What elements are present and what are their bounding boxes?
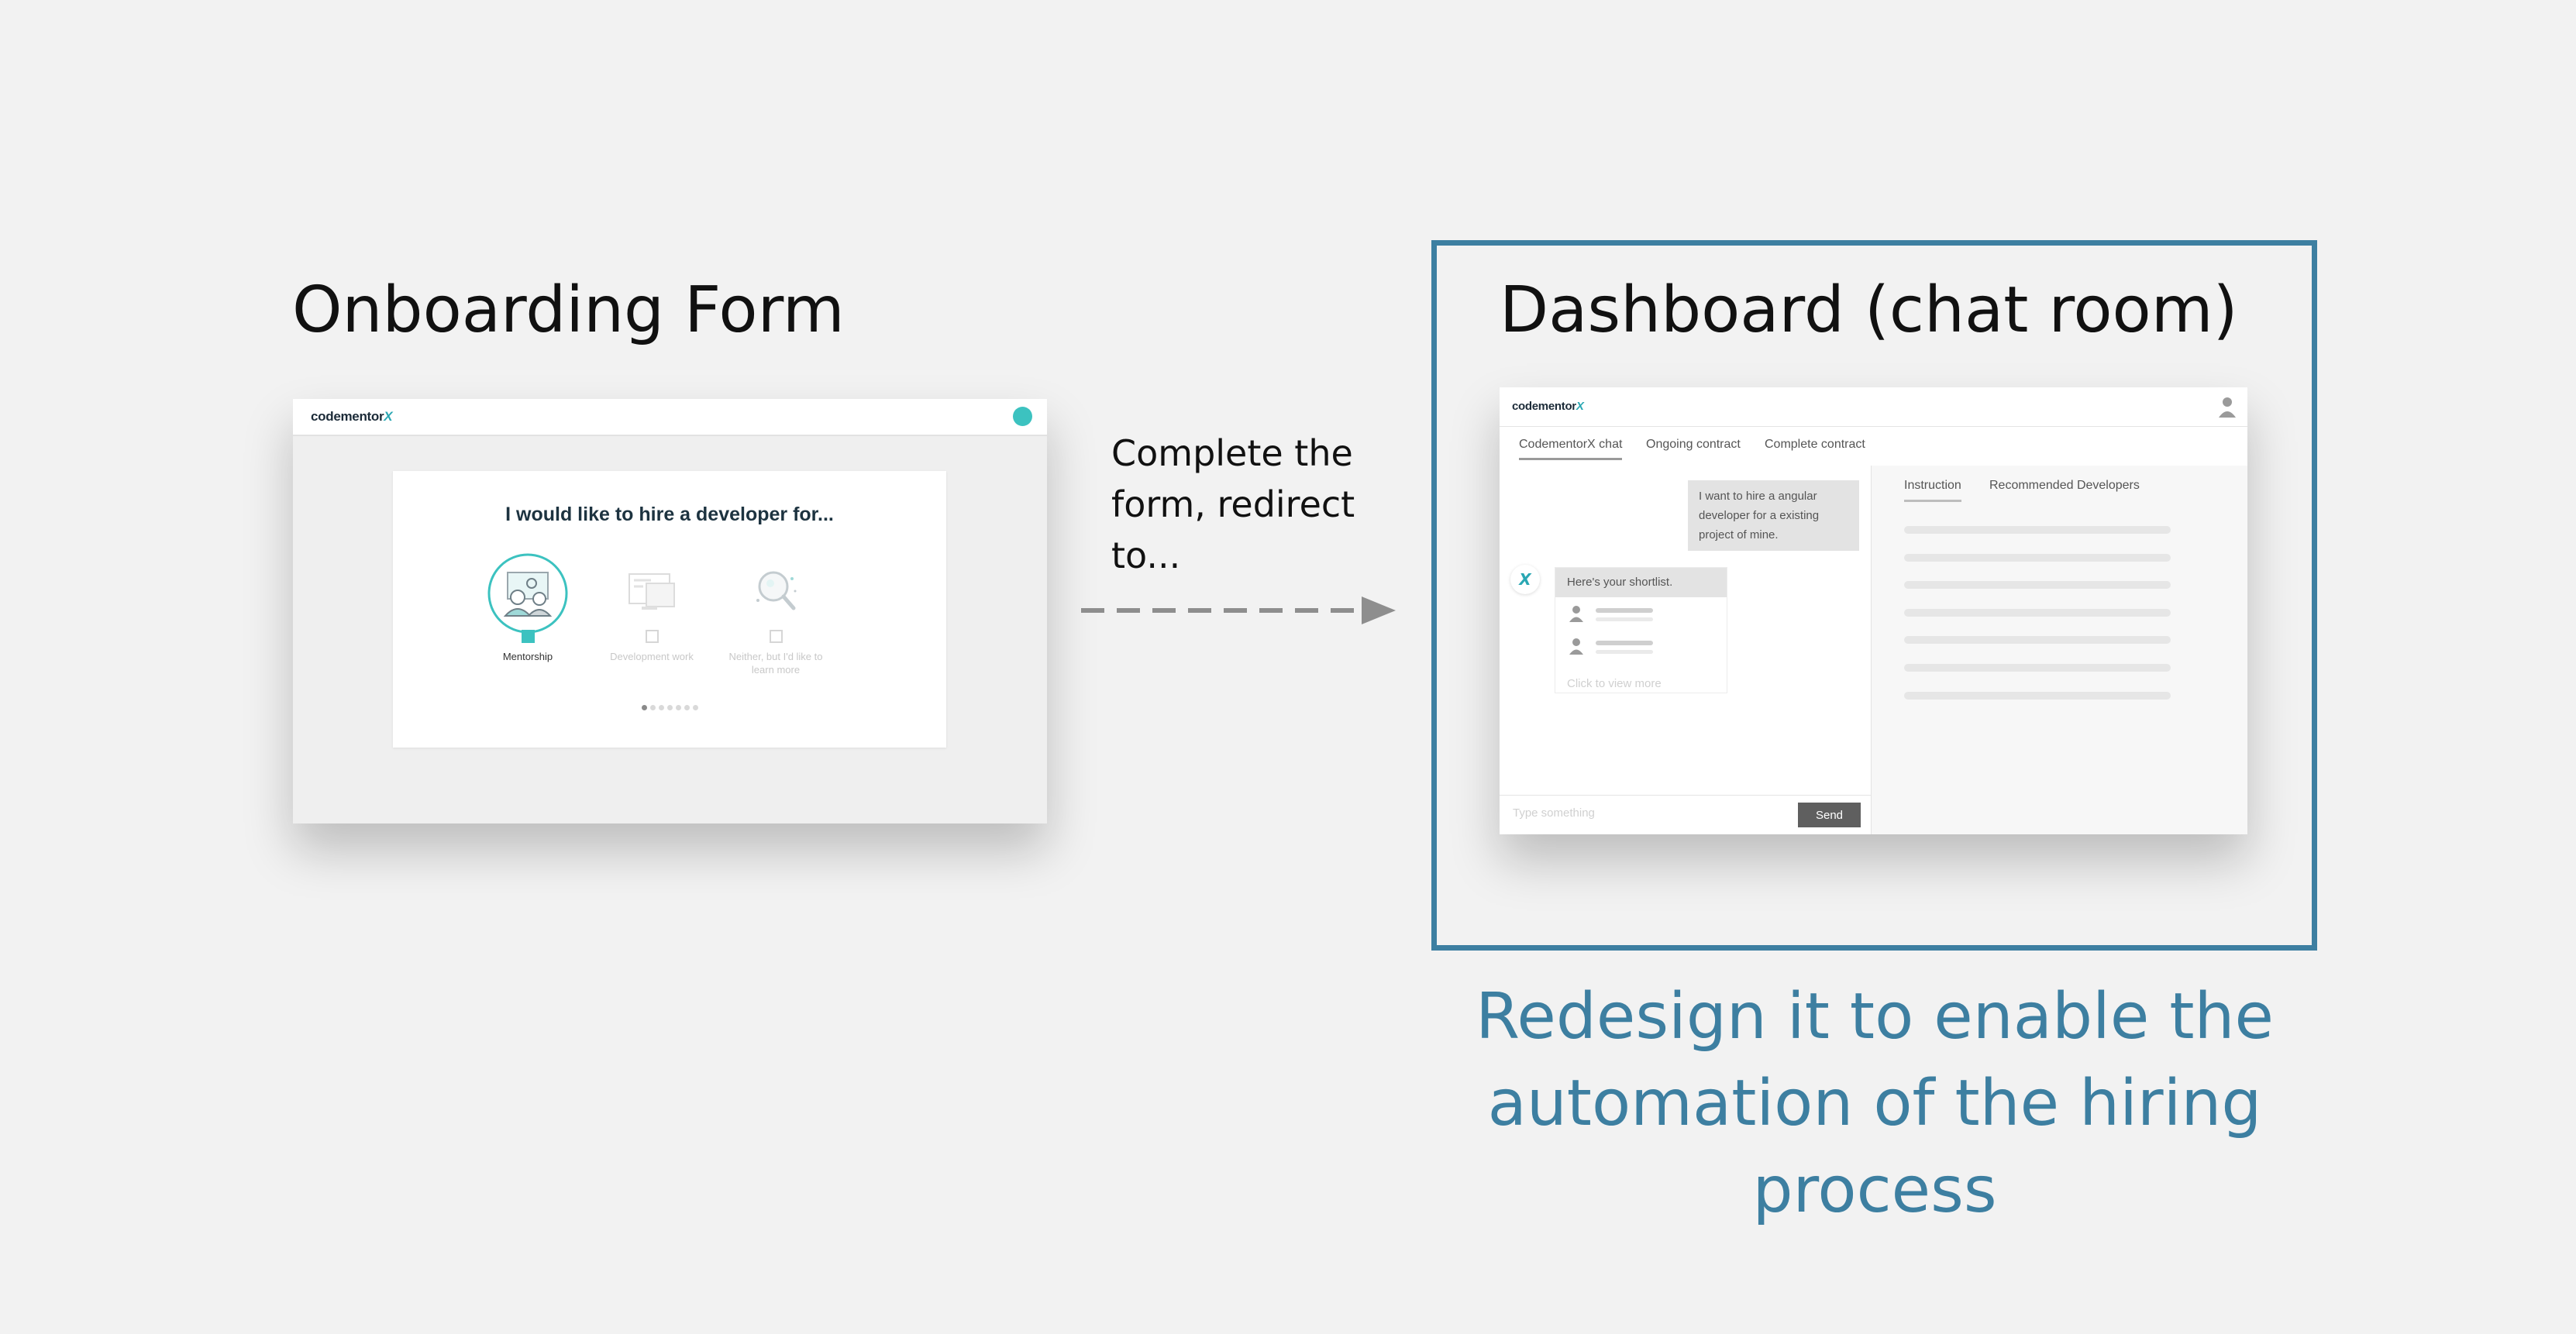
dashboard-title: Dashboard (chat room) (1500, 273, 2238, 347)
dashboard-tabs: CodementorX chat Ongoing contract Comple… (1500, 427, 2247, 466)
onboarding-question: I would like to hire a developer for... (505, 504, 834, 525)
developer-detail-placeholder (1596, 617, 1653, 621)
bot-shortlist-card[interactable]: Here's your shortlist. Click to view mor… (1555, 567, 1727, 693)
pager-dot[interactable] (649, 705, 656, 710)
content-placeholder-line (1904, 692, 2171, 700)
option-development-work[interactable]: Development work (594, 552, 710, 664)
person-icon (1569, 606, 1583, 622)
development-work-checkbox[interactable] (645, 630, 659, 643)
content-placeholder-line (1904, 636, 2171, 644)
user-message-bubble: I want to hire a angular developer for a… (1688, 480, 1859, 551)
bot-avatar: X (1510, 565, 1540, 594)
flow-arrow (1081, 597, 1396, 624)
bot-message: Here's your shortlist. (1555, 568, 1727, 597)
tab-complete-contract[interactable]: Complete contract (1765, 438, 1865, 451)
send-button[interactable]: Send (1798, 803, 1861, 827)
list-item[interactable] (1555, 630, 1727, 662)
onboarding-form-screenshot: codementorX I would like to hire a devel… (293, 399, 1047, 823)
mentorship-label: Mentorship (502, 651, 553, 662)
dashboard-highlight-frame (1431, 240, 2317, 951)
tab-recommended-developers[interactable]: Recommended Developers (1989, 479, 2140, 492)
option-learn-more[interactable]: Neither, but I'd like to learn more (718, 552, 834, 677)
user-icon[interactable] (2218, 396, 2237, 418)
content-placeholder-line (1904, 554, 2171, 562)
developer-name-placeholder (1596, 641, 1653, 645)
pager-dot[interactable] (658, 705, 664, 710)
onboarding-topbar: codementorX (293, 399, 1047, 436)
tab-instruction[interactable]: Instruction (1904, 479, 1961, 502)
learn-more-checkbox[interactable] (769, 630, 783, 643)
developer-detail-placeholder (1596, 650, 1653, 654)
codementorx-logo[interactable]: codementorX (1512, 400, 1584, 413)
mentorship-checkbox[interactable] (521, 630, 535, 643)
pager-dot[interactable] (666, 705, 673, 710)
chat-pane: I want to hire a angular developer for a… (1500, 466, 1872, 834)
pager-dot[interactable] (675, 705, 681, 710)
content-placeholder-line (1904, 581, 2171, 589)
mentorship-icon (487, 552, 569, 634)
list-item[interactable] (1555, 597, 1727, 630)
dashboard-screenshot: codementorX CodementorX chat Ongoing con… (1500, 387, 2247, 834)
logo-accent: X (384, 409, 393, 424)
dashboard-topbar: codementorX (1500, 387, 2247, 427)
logo-text: codementor (311, 409, 384, 424)
logo-text: codementor (1512, 400, 1576, 413)
message-composer: Send (1500, 795, 1871, 834)
pager-dot[interactable] (692, 705, 698, 710)
redirect-caption: Complete the form, redirect to... (1111, 432, 1355, 576)
redesign-caption: Redesign it to enable the automation of … (1476, 980, 2274, 1227)
learn-more-label: Neither, but I'd like to learn more (728, 651, 823, 676)
step-pager (393, 705, 946, 710)
content-placeholder-line (1904, 526, 2171, 534)
monitor-icon (611, 552, 693, 634)
magnifier-icon (735, 552, 817, 634)
view-more-link[interactable]: Click to view more (1567, 677, 1662, 690)
pager-dot[interactable] (684, 705, 690, 710)
tab-ongoing-contract[interactable]: Ongoing contract (1646, 438, 1741, 451)
onboarding-question-card: I would like to hire a developer for... … (393, 471, 946, 748)
option-mentorship[interactable]: Mentorship (470, 552, 586, 664)
developer-name-placeholder (1596, 608, 1653, 613)
tab-codementorx-chat[interactable]: CodementorX chat (1519, 438, 1623, 460)
pager-dot[interactable] (641, 705, 647, 710)
development-work-label: Development work (610, 651, 694, 662)
side-pane: Instruction Recommended Developers (1872, 466, 2247, 834)
person-icon (1569, 638, 1583, 655)
content-placeholder-line (1904, 664, 2171, 672)
content-placeholder-line (1904, 609, 2171, 617)
message-input[interactable] (1513, 806, 1745, 820)
onboarding-form-title: Onboarding Form (292, 273, 845, 347)
codementorx-logo[interactable]: codementorX (311, 409, 393, 425)
user-avatar[interactable] (1013, 407, 1032, 426)
logo-accent: X (1576, 400, 1584, 413)
